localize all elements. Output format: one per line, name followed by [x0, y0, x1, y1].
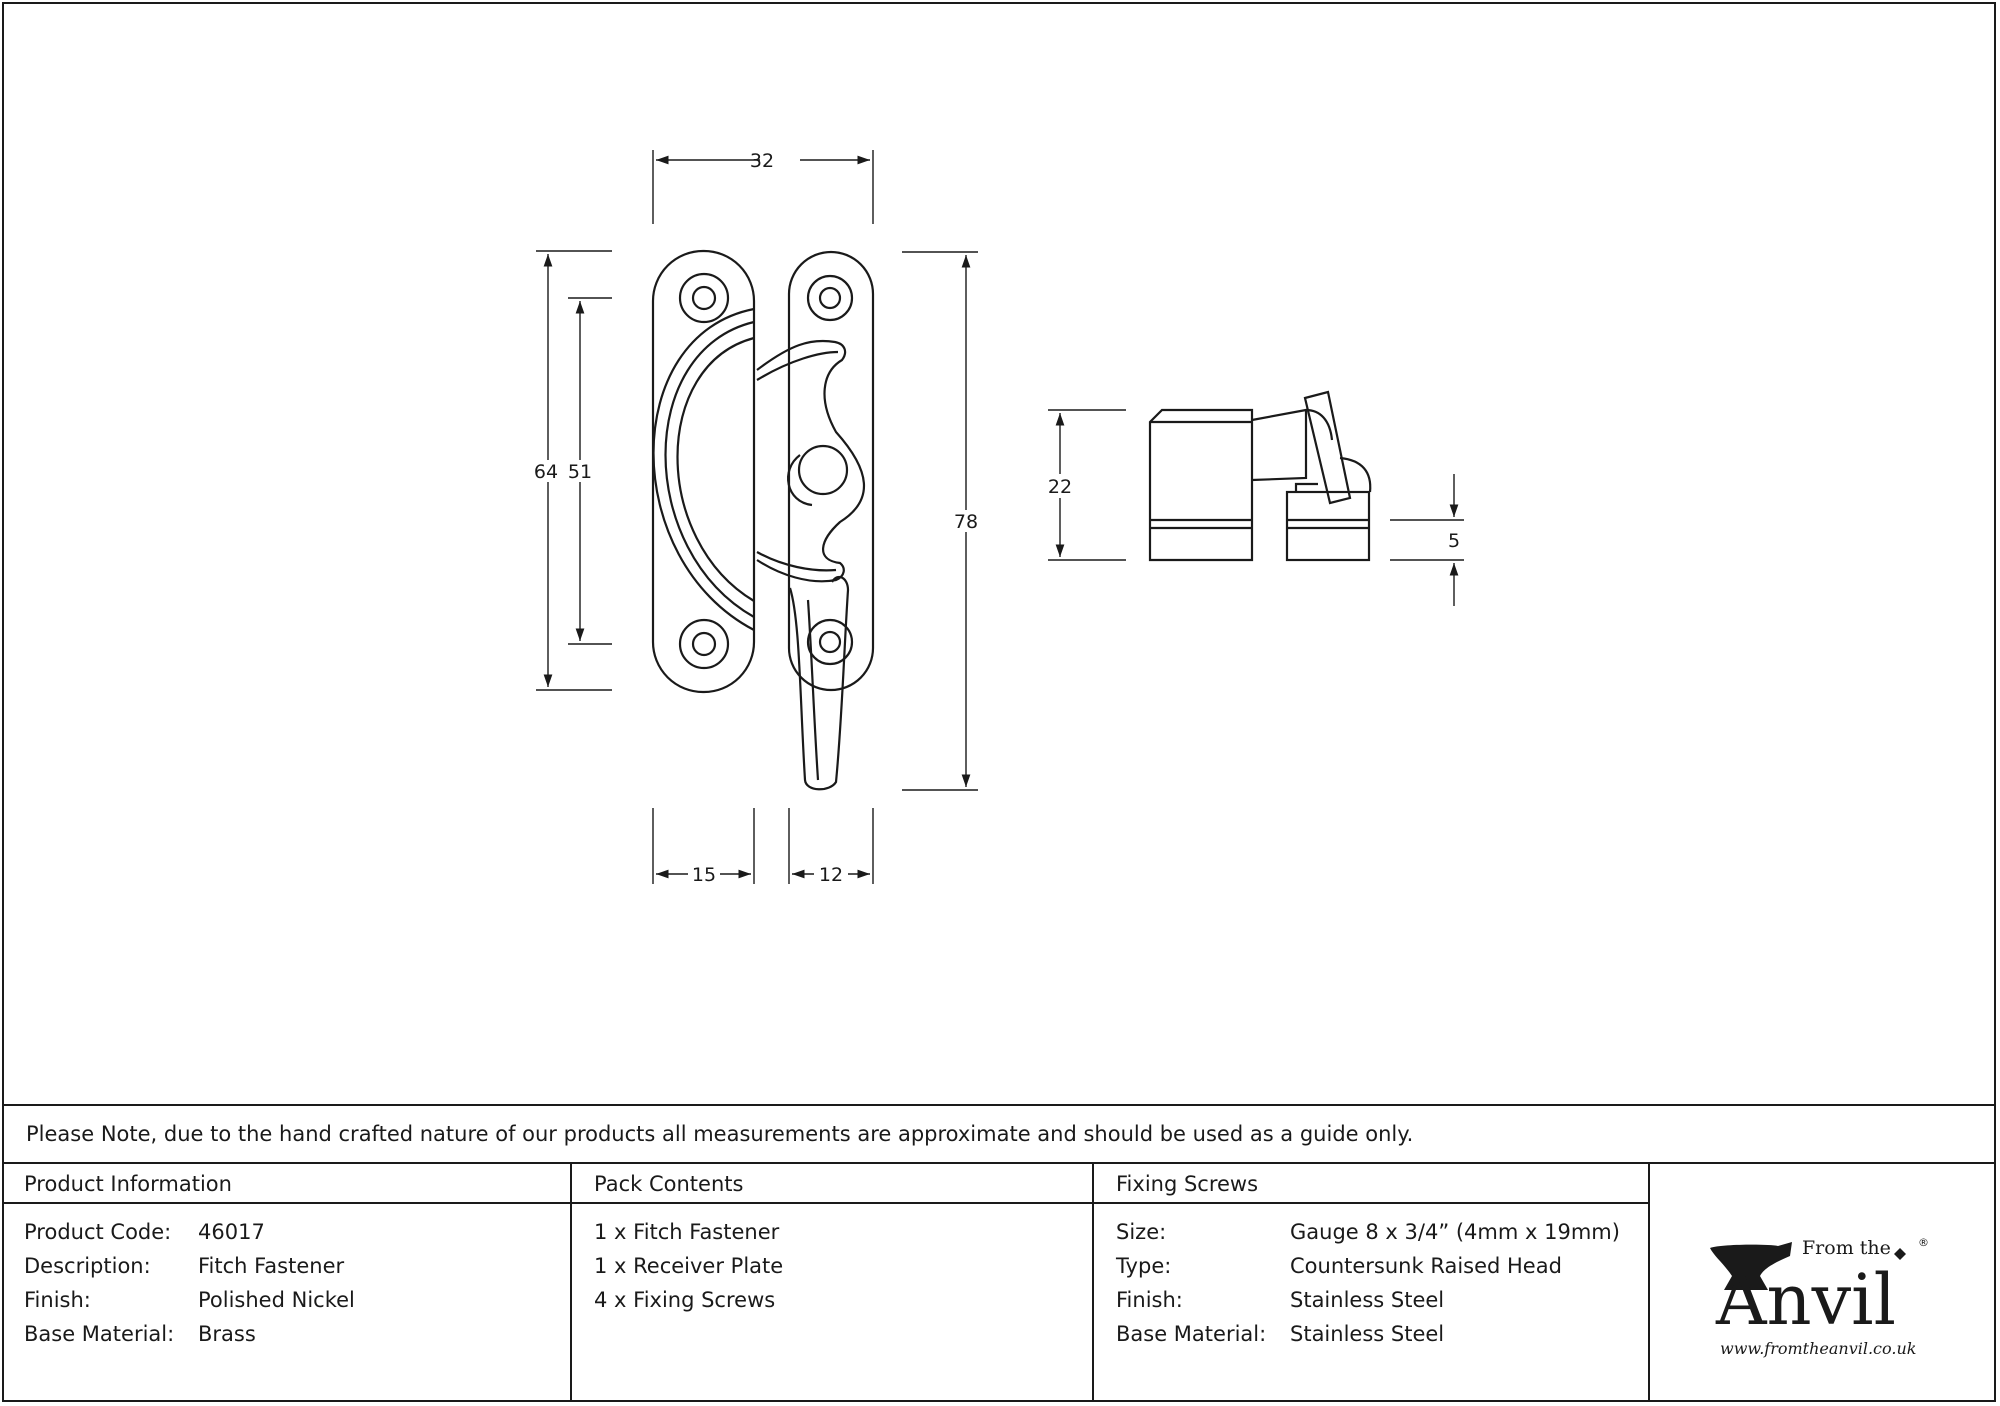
- technical-drawing: 32 64 51 78 15 12 22 5: [534, 150, 1464, 886]
- dim-plate-width-left: 15: [692, 864, 716, 886]
- dim-side-height: 22: [1048, 476, 1072, 498]
- pivot: [797, 444, 849, 496]
- dim-receiver-height: 5: [1448, 530, 1460, 552]
- screw-hole: [678, 618, 730, 670]
- screw-hole: [678, 272, 730, 324]
- fastener-side-view: [1148, 390, 1372, 562]
- logo-diamond: [1894, 1248, 1906, 1260]
- pack-contents-section: Pack Contents 1 x Fitch Fastener 1 x Rec…: [572, 1164, 1092, 1402]
- screw-hole: [806, 618, 854, 666]
- dim-plate-width-right: 12: [819, 864, 843, 886]
- fastener-plate: [651, 249, 756, 694]
- logo-from-the: From the: [1802, 1237, 1891, 1259]
- column-divider: [570, 1164, 572, 1402]
- info-row: Description:Fitch Fastener: [24, 1254, 345, 1278]
- list-item: 1 x Receiver Plate: [594, 1254, 784, 1278]
- dim-width-total: 32: [750, 150, 774, 172]
- dim-height-overall: 78: [954, 511, 978, 533]
- info-table: Please Note, due to the hand crafted nat…: [2, 1104, 1996, 1402]
- info-row: Product Code:46017: [24, 1220, 265, 1244]
- side-lever: [1303, 390, 1352, 505]
- dim-height-inner: 51: [568, 461, 592, 483]
- info-row: Finish:Stainless Steel: [1116, 1288, 1445, 1312]
- dim-height-outer: 64: [534, 461, 558, 483]
- list-item: 4 x Fixing Screws: [594, 1288, 776, 1312]
- cam-body: [756, 339, 865, 583]
- measurement-note: Please Note, due to the hand crafted nat…: [26, 1122, 1414, 1146]
- info-row: Base Material:Stainless Steel: [1116, 1322, 1445, 1346]
- fastener-front-view: [651, 249, 875, 791]
- logo-url: www.fromtheanvil.co.uk: [1720, 1339, 1916, 1358]
- column-divider: [1648, 1164, 1650, 1402]
- fixing-screws-heading: Fixing Screws: [1116, 1172, 1259, 1196]
- list-item: 1 x Fitch Fastener: [594, 1220, 780, 1244]
- note-row: Please Note, due to the hand crafted nat…: [2, 1104, 1996, 1164]
- info-row: Size:Gauge 8 x 3/4” (4mm x 19mm): [1116, 1220, 1620, 1244]
- column-divider: [1092, 1164, 1094, 1402]
- info-row: Finish:Polished Nickel: [24, 1288, 355, 1312]
- info-row: Type:Countersunk Raised Head: [1116, 1254, 1562, 1278]
- product-information-section: Product Information Product Code:46017 D…: [2, 1164, 570, 1402]
- logo-brand: Anvil: [1715, 1259, 1896, 1341]
- product-information-heading: Product Information: [24, 1172, 232, 1196]
- screw-hole: [806, 274, 854, 322]
- anvil-icon: [1710, 1242, 1792, 1290]
- pack-contents-heading: Pack Contents: [594, 1172, 744, 1196]
- from-the-anvil-logo: From the ® Anvil www.fromtheanvil.co.uk: [1710, 1236, 1929, 1358]
- receiver-side: [1285, 490, 1371, 562]
- logo-registered: ®: [1918, 1236, 1929, 1249]
- info-row: Base Material:Brass: [24, 1322, 256, 1346]
- fixing-screws-section: Fixing Screws Size:Gauge 8 x 3/4” (4mm x…: [1094, 1164, 1650, 1402]
- lever-handle: [788, 575, 850, 791]
